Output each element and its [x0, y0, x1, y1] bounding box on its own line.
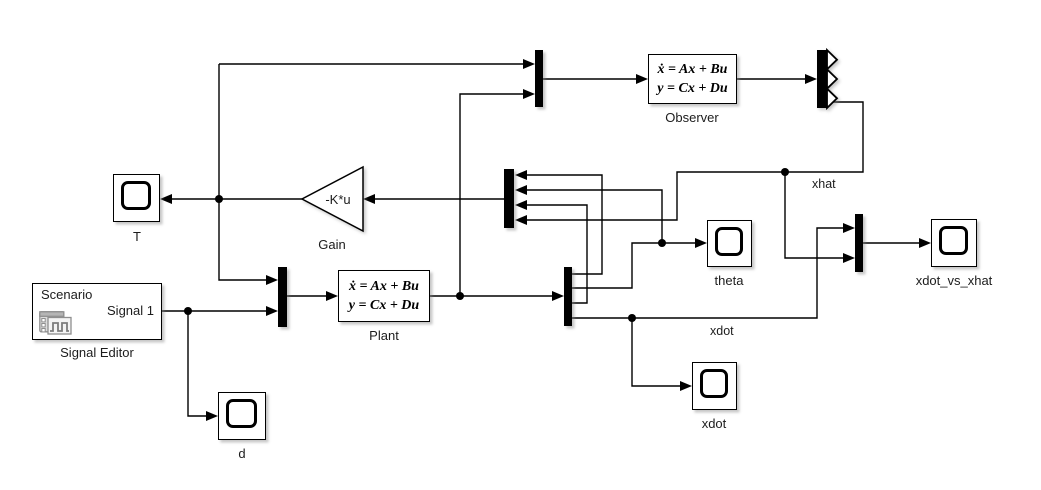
plant-block[interactable]: ẋ = Ax + Bu y = Cx + Du [338, 270, 430, 322]
xdot-scope-block[interactable] [692, 362, 737, 410]
branch-dots [184, 168, 789, 322]
xdot-vs-xhat-scope-label: xdot_vs_xhat [915, 273, 993, 288]
arrowhead [523, 59, 535, 69]
plant-eq-line1: ẋ = Ax + Bu [349, 279, 419, 294]
wire-theta-branch-to-feedback-mux[interactable] [527, 189, 663, 243]
signal-editor-label: Signal Editor [60, 345, 134, 360]
arrowhead [266, 275, 278, 285]
arrowhead [515, 170, 527, 180]
arrowhead [363, 194, 375, 204]
wire-demux-out3-to-feedback-mux[interactable] [527, 204, 588, 304]
arrowhead [695, 238, 707, 248]
arrowhead [515, 200, 527, 210]
signal-editor-icon [39, 311, 72, 335]
wire-demux-out2-to-theta-scope[interactable] [572, 242, 695, 289]
arrowhead [843, 223, 855, 233]
branch-dot [184, 307, 192, 315]
arrowhead [843, 253, 855, 263]
observer-input-mux[interactable] [535, 50, 543, 107]
signal-editor-block[interactable]: Scenario Signal 1 [32, 283, 162, 340]
plant-output-demux[interactable] [564, 267, 572, 326]
arrowhead [919, 238, 931, 248]
xdot-scope-label: xdot [701, 416, 727, 431]
arrowhead [515, 215, 527, 225]
observer-label: Observer [665, 110, 719, 125]
wire-gain-feedback-to-plant-mux[interactable] [218, 64, 266, 281]
scope-screen-icon [715, 227, 743, 256]
scope-screen-icon [700, 369, 728, 398]
gain-value: -K*u [325, 192, 351, 207]
theta-scope-block[interactable] [707, 220, 752, 267]
arrowhead [266, 306, 278, 316]
arrowhead [515, 185, 527, 195]
xdot-vs-xhat-scope-block[interactable] [931, 219, 977, 267]
observer-demux[interactable] [815, 47, 841, 112]
plant-label: Plant [369, 328, 399, 343]
wire-xhat-branch-to-compare-mux[interactable] [784, 172, 843, 259]
t-scope-label: T [133, 229, 141, 244]
wire-xhat-to-feedback-mux[interactable] [527, 101, 864, 221]
scope-screen-icon [121, 181, 151, 210]
plant-input-mux[interactable] [278, 267, 287, 327]
arrowhead [636, 74, 648, 84]
compare-mux[interactable] [855, 214, 863, 272]
gain-block[interactable] [300, 165, 368, 233]
arrowheads [160, 59, 931, 421]
branch-dot [456, 292, 464, 300]
scope-screen-icon [939, 226, 968, 255]
observer-eq-line1: ẋ = Ax + Bu [657, 62, 728, 77]
gain-label: Gain [318, 237, 346, 252]
observer-eq-line2: y = Cx + Du [657, 81, 728, 96]
signal-editor-port-label: Signal 1 [107, 303, 154, 318]
wire-signal-branch-to-d-scope[interactable] [187, 311, 206, 417]
branch-dot [628, 314, 636, 322]
demux-bar[interactable] [817, 50, 827, 108]
theta-scope-label: theta [714, 273, 744, 288]
scope-screen-icon [226, 399, 257, 428]
arrowhead [680, 381, 692, 391]
t-scope-block[interactable] [113, 174, 160, 222]
arrowhead [160, 194, 172, 204]
demux-tooth-icon [826, 86, 839, 111]
signal-editor-scenario-text: Scenario [41, 287, 93, 302]
arrowhead [206, 411, 218, 421]
branch-dot [781, 168, 789, 176]
gain-triangle-icon[interactable] [300, 165, 364, 233]
arrowhead [805, 74, 817, 84]
observer-block[interactable]: ẋ = Ax + Bu y = Cx + Du [648, 54, 737, 104]
wire-xdot-branch-to-xdot-scope[interactable] [631, 318, 680, 387]
arrowhead [523, 89, 535, 99]
xdot-signal-label: xdot [710, 324, 734, 338]
demux-tooth-icon [826, 67, 839, 91]
wire-xdot-to-compare-mux[interactable] [572, 227, 843, 319]
arrowhead [326, 291, 338, 301]
feedback-mux[interactable] [504, 169, 514, 228]
d-scope-block[interactable] [218, 392, 266, 440]
wire-plant-output-to-observer-mux[interactable] [459, 93, 523, 296]
branch-dot [215, 195, 223, 203]
arrowhead [552, 291, 564, 301]
demux-tooth-icon [826, 47, 839, 72]
d-scope-label: d [238, 446, 246, 461]
branch-dot [658, 239, 666, 247]
xhat-signal-label: xhat [812, 177, 836, 191]
plant-eq-line2: y = Cx + Du [348, 298, 420, 313]
